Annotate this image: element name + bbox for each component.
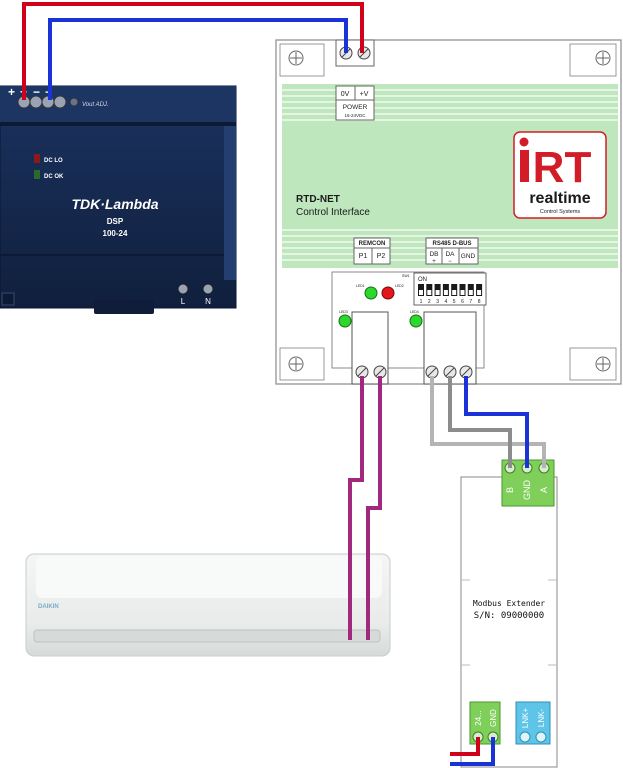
modbus-lnk-plus-label: LNK+ (521, 708, 530, 729)
air-conditioner-unit: DAIKIN (25, 553, 391, 657)
wire-modbus-24v (450, 737, 480, 756)
dip-switch-knob (452, 290, 457, 295)
rtd-title: RTD-NET (296, 194, 340, 205)
modbus-title: Modbus Extender (473, 599, 545, 608)
power-label: POWER (343, 104, 368, 111)
rs485-da-label: DA (445, 251, 455, 258)
realtime-logo: RT realtime Control Systems (513, 131, 607, 219)
wires (22, 2, 546, 766)
realtime-logo-tagline: Control Systems (540, 209, 581, 215)
modbus-lnk-minus-label: LNK- (537, 709, 546, 728)
rtd-net-interface: 0V +V POWER 16-24VDC RTD-NET Control Int… (275, 39, 622, 385)
dc-ok-led (34, 170, 40, 179)
power-0v-label: 0V (341, 91, 350, 98)
rtd-subtitle: Control Interface (296, 207, 370, 218)
wire-24v-negative (48, 18, 348, 100)
led1-indicator (364, 286, 378, 300)
dip-switch-knob (443, 290, 448, 295)
power-range-label: 16-24VDC (344, 113, 366, 118)
wire-24v-positive (22, 2, 364, 100)
dip-switch-knob (477, 290, 482, 295)
psu-plus-sign: + (8, 85, 15, 99)
modbus-b-label: B (505, 487, 515, 493)
modbus-24v-label: 24... (474, 710, 483, 726)
modbus-a-label: A (539, 487, 549, 493)
dip-switch-knob (427, 290, 432, 295)
modbus-gnd-top-label: GND (522, 480, 532, 501)
remcon-p2-label: P2 (377, 253, 386, 260)
wire-rs485-da (448, 376, 512, 468)
led3-label: LED3 (339, 310, 348, 314)
psu-model-number: 100-24 (103, 229, 128, 238)
remcon-label: REMCON (359, 241, 386, 247)
dc-lo-led (34, 154, 40, 163)
led3-indicator (338, 314, 352, 328)
dip-on-label: ON (418, 277, 427, 283)
wire-rs485-db (430, 376, 546, 468)
realtime-logo-letters: RT (533, 143, 592, 192)
rs485-da-sign: − (448, 259, 452, 265)
mounting-holes (279, 43, 617, 381)
rs485-db-sign: + (432, 259, 436, 265)
led1-label: LED1 (356, 284, 365, 288)
dip-switch-number: 1 (420, 299, 423, 305)
rs485-label: RS485 D-BUS (432, 241, 471, 247)
dip-switch-knob (419, 290, 423, 295)
psu-ac-terminals (177, 283, 214, 295)
wire-modbus-gnd (450, 737, 495, 766)
led4-label: LED4 (410, 310, 419, 314)
psu-model: DSP (107, 217, 124, 226)
dip-switch-number: 4 (445, 299, 448, 305)
dip-switch-number: 3 (436, 299, 439, 305)
led4-indicator (409, 314, 423, 328)
dip-switch-number: 2 (428, 299, 431, 305)
dip-switch-knob (468, 290, 473, 295)
led2-label: LED2 (395, 284, 404, 288)
power-plus-v-label: +V (360, 91, 369, 98)
dip-switch-number: 6 (461, 299, 464, 305)
psu-dc-lo-label: DC LO (44, 158, 63, 164)
psu-brand: TDK·Lambda (71, 196, 158, 212)
psu-minus-sign: − (33, 85, 40, 99)
dip-switch-knob (435, 290, 440, 295)
power-supply-unit: + + − − Vout ADJ. DC LO DC OK TDK·Lambda… (0, 85, 237, 314)
dip-sw-label: SW1 (402, 274, 410, 278)
psu-vout-label: Vout ADJ. (82, 102, 109, 108)
dip-switch-number: 7 (469, 299, 472, 305)
wire-rs485-gnd (464, 376, 529, 468)
realtime-logo-brand: realtime (529, 190, 590, 207)
rs485-gnd-label: GND (461, 253, 476, 260)
ac-brand-logo: DAIKIN (38, 604, 59, 610)
modbus-gnd-bottom-label: GND (489, 709, 498, 727)
led2-indicator (381, 286, 395, 300)
dip-switch-number: 8 (478, 299, 481, 305)
modbus-serial: S/N: 09000000 (474, 611, 544, 621)
wire-remcon-p1 (348, 376, 364, 640)
remcon-p1-label: P1 (359, 253, 368, 260)
psu-terminal-n: N (205, 297, 211, 306)
modbus-extender: Modbus Extender S/N: 09000000 B GND A 24… (460, 459, 558, 768)
rs485-db-label: DB (429, 251, 438, 258)
dip-switch-knob (460, 290, 465, 295)
rs485-label-box (425, 237, 479, 265)
wire-remcon-p2 (366, 376, 382, 640)
dip-switch-number: 5 (453, 299, 456, 305)
psu-dc-ok-label: DC OK (44, 174, 64, 180)
psu-terminal-l: L (181, 297, 186, 306)
